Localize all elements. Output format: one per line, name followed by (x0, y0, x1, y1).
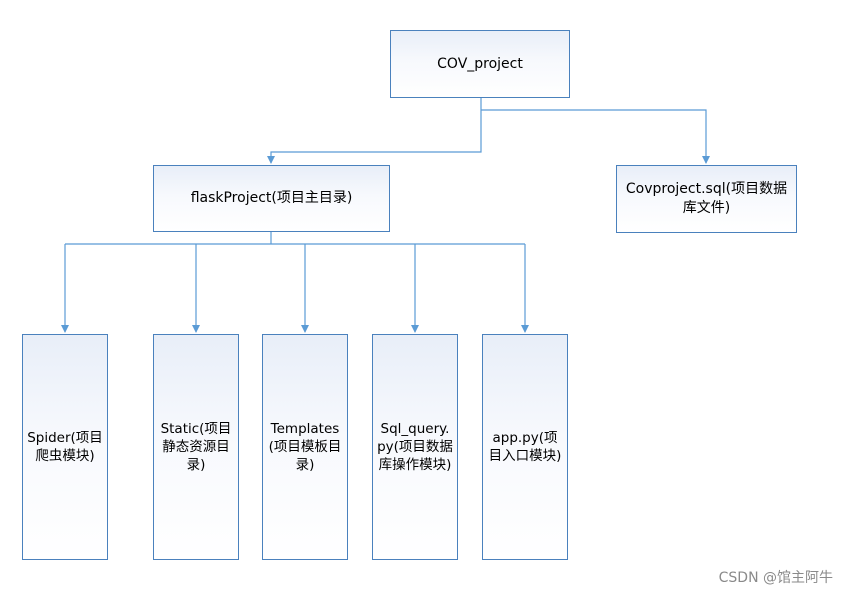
node-app-label: app.py(项目入口模块) (488, 429, 562, 464)
node-covproject-sql: Covproject.sql(项目数据库文件) (616, 165, 797, 233)
node-sql-query-label: Sql_query.py(项目数据库操作模块) (377, 420, 453, 474)
watermark: CSDN @馆主阿牛 (718, 570, 833, 586)
node-cov-project-label: COV_project (437, 55, 523, 72)
node-static-label: Static(项目静态资源目录) (160, 420, 232, 474)
node-spider-label: Spider(项目爬虫模块) (27, 429, 103, 464)
node-templates: Templates(项目模板目录) (262, 334, 348, 560)
connector-root-to-flask (267, 110, 482, 164)
node-flask-project: flaskProject(项目主目录) (153, 165, 390, 232)
node-spider: Spider(项目爬虫模块) (22, 334, 108, 560)
node-cov-project: COV_project (390, 30, 570, 98)
node-app: app.py(项目入口模块) (482, 334, 568, 560)
connector-root-to-sql (481, 109, 710, 164)
node-sql-query: Sql_query.py(项目数据库操作模块) (372, 334, 458, 560)
node-flask-project-label: flaskProject(项目主目录) (190, 190, 353, 207)
node-covproject-sql-label: Covproject.sql(项目数据库文件) (625, 181, 788, 216)
node-templates-label: Templates(项目模板目录) (268, 420, 342, 474)
node-static: Static(项目静态资源目录) (153, 334, 239, 560)
